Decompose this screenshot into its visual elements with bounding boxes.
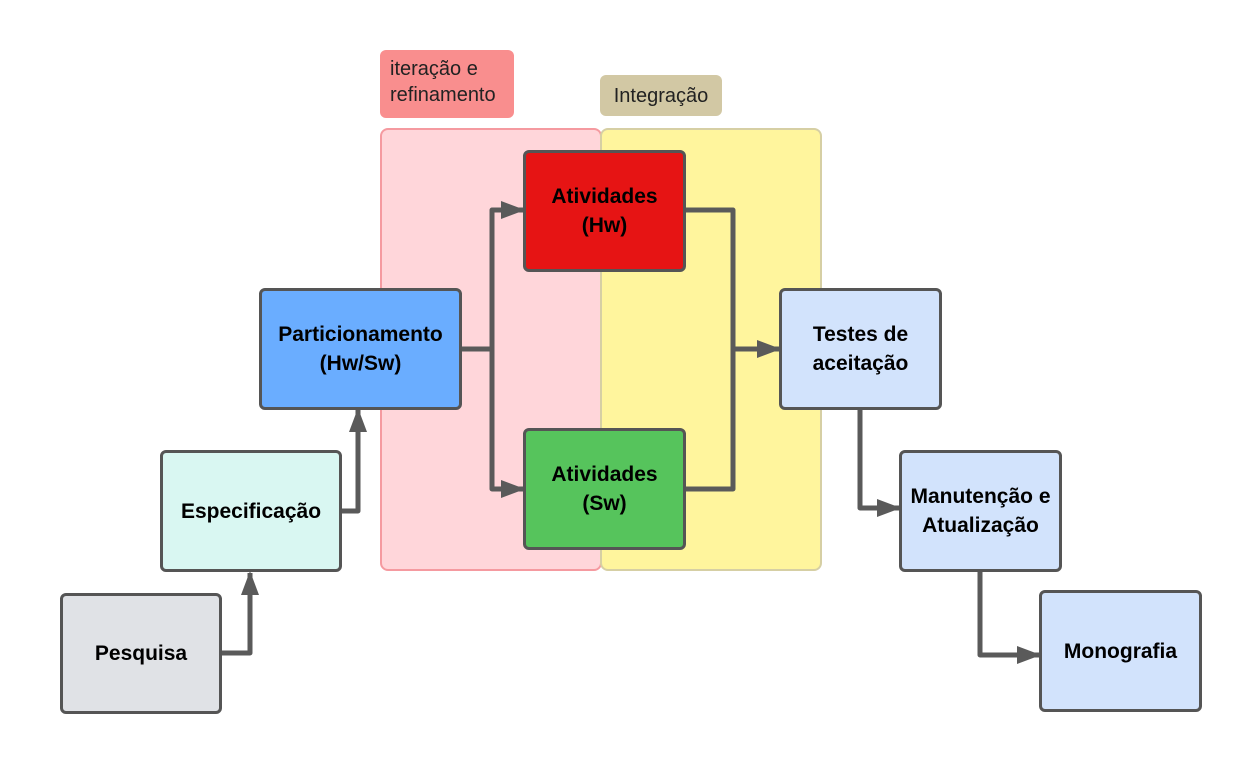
edge-particionamento-atividades-hw: [462, 201, 525, 352]
node-atividades-sw: Atividades (Sw): [523, 428, 686, 550]
node-atividades-hw: Atividades (Hw): [523, 150, 686, 272]
iteration-label: iteração e refinamento: [380, 50, 514, 118]
edge-atividades-hw-testes: [686, 207, 781, 358]
node-monografia: Monografia: [1039, 590, 1202, 712]
node-manutencao: Manutenção e Atualização: [899, 450, 1062, 572]
edge-especificacao-particionamento: [342, 408, 367, 514]
edge-testes-manutencao: [857, 410, 901, 517]
node-particionamento: Particionamento (Hw/Sw): [259, 288, 462, 410]
edge-particionamento-atividades-sw: [462, 346, 525, 498]
node-testes: Testes de aceitação: [779, 288, 942, 410]
node-especificacao: Especificação: [160, 450, 342, 572]
edge-pesquisa-especificacao: [222, 571, 259, 656]
node-pesquisa: Pesquisa: [60, 593, 222, 714]
integration-label: Integração: [600, 75, 722, 116]
edge-atividades-sw-testes: [686, 349, 736, 492]
edge-manutencao-monografia: [977, 572, 1041, 664]
